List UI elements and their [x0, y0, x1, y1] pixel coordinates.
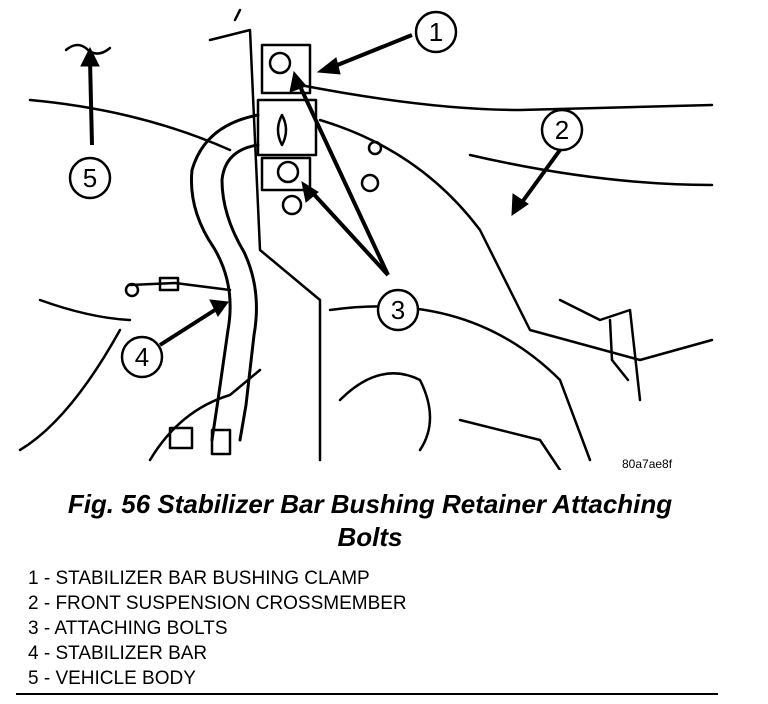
figure-caption: Fig. 56 Stabilizer Bar Bushing Retainer … [20, 488, 720, 554]
callout-circle-1 [414, 10, 458, 54]
vehicle-body-curve-right [468, 153, 714, 187]
callout-label-1: 1 [429, 17, 443, 47]
callout-label-5: 5 [83, 163, 97, 193]
figure-code: 80a7ae8f [622, 457, 673, 471]
callout-circle-5 [68, 156, 112, 200]
stabilizer-bar-illustration: 1 2 3 4 5 [18, 8, 714, 470]
legend-item: 2 - FRONT SUSPENSION CROSSMEMBER [28, 593, 407, 614]
callout-circle-2 [540, 108, 584, 152]
bushing-clamp-upper [260, 43, 312, 95]
body-wave [64, 43, 112, 55]
vehicle-body-curve [28, 98, 232, 152]
bolt-rear [367, 140, 383, 156]
bolt-upper [268, 51, 292, 75]
legend-item: 4 - STABILIZER BAR [28, 643, 208, 664]
bottom-divider [16, 693, 718, 695]
crossmember-frame [208, 28, 322, 462]
legend-list: 1 - STABILIZER BAR BUSHING CLAMP 2 - FRO… [28, 566, 407, 691]
callout-circle-3 [376, 288, 420, 332]
sensor-cable [128, 281, 232, 292]
legend-item: 1 - STABILIZER BAR BUSHING CLAMP [28, 568, 370, 589]
callout-circle-4 [120, 335, 164, 379]
bolt-lower [281, 194, 303, 216]
bolt-middle [276, 160, 300, 184]
callout-label-2: 2 [555, 115, 569, 145]
caption-line-1: Fig. 56 Stabilizer Bar Bushing Retainer … [67, 489, 673, 519]
body-arc-left [38, 298, 132, 322]
legend-item: 5 - VEHICLE BODY [28, 668, 196, 689]
callout-label-3: 3 [391, 295, 405, 325]
legend-item: 3 - ATTACHING BOLTS [28, 618, 228, 639]
bushing-clamp-lower [260, 156, 312, 192]
callout-circles [68, 10, 584, 379]
bushing-clamp-middle [256, 98, 318, 157]
bolt-right [360, 173, 380, 193]
stabilizer-bar [190, 113, 260, 442]
callout-label-4: 4 [135, 342, 149, 372]
caption-line-2: Bolts [337, 522, 403, 552]
bottom-nut [168, 426, 194, 450]
